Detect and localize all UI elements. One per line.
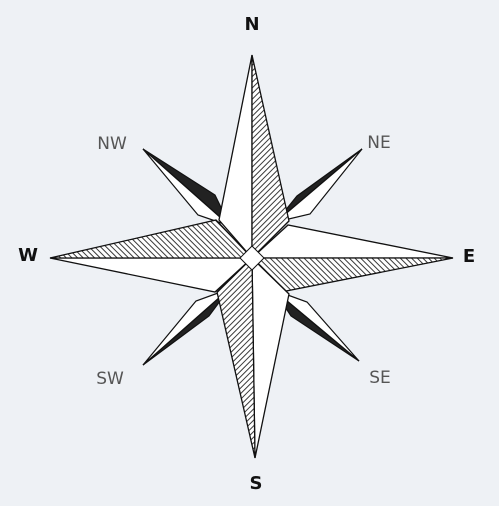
label-e: E: [458, 248, 480, 266]
label-n: N: [242, 16, 262, 34]
e-point: [252, 225, 453, 291]
label-sw: SW: [90, 371, 130, 388]
w-point: [50, 220, 252, 292]
s-point: [217, 258, 289, 458]
label-se: SE: [362, 370, 398, 387]
label-ne: NE: [360, 135, 398, 152]
label-w: W: [16, 247, 40, 265]
ne-point: [276, 149, 362, 222]
sw-point: [143, 289, 229, 365]
label-nw: NW: [91, 136, 133, 153]
label-s: S: [246, 475, 266, 493]
n-point: [219, 55, 289, 258]
nw-point: [143, 149, 230, 226]
